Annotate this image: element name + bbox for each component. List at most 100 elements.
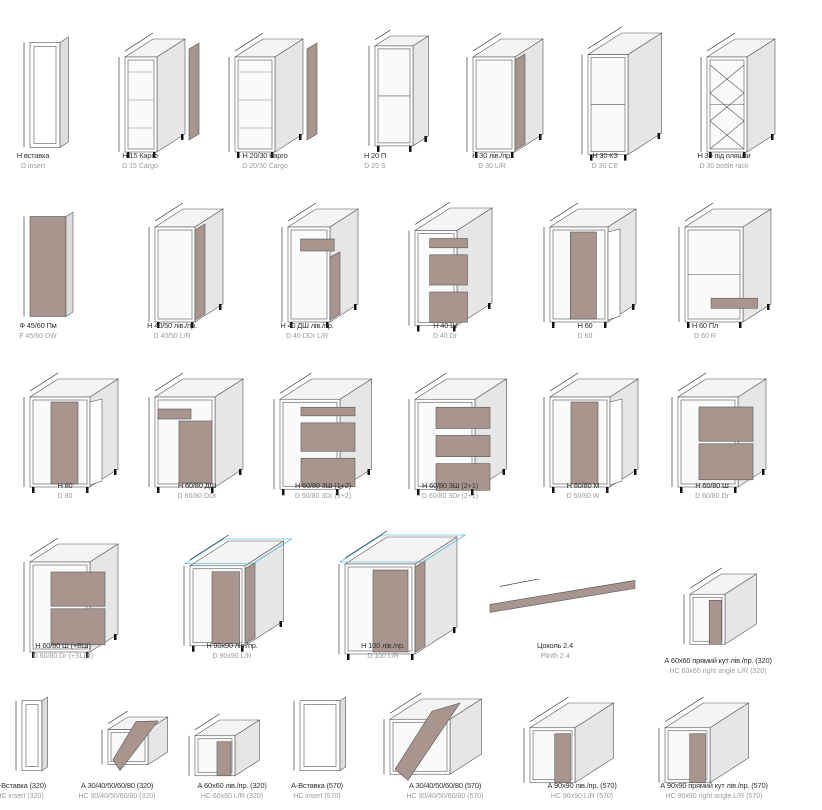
catalog-item-caption: А 30/40/50/60/80 (320)HC 30/40/50/60/80 … <box>32 780 202 802</box>
drawer <box>429 291 468 323</box>
item-code: D 100 L/R <box>367 653 399 660</box>
door <box>211 570 240 644</box>
plinth-bar <box>489 579 636 613</box>
leg <box>290 322 293 328</box>
frame-opening <box>33 45 57 144</box>
drawer <box>435 434 491 457</box>
cabinet-interior <box>475 59 513 150</box>
double-door-cabinet-icon <box>543 202 638 328</box>
door-left <box>50 401 79 485</box>
item-name: Н вставка <box>16 151 50 160</box>
item-name: Ф 45/60 Пм <box>19 321 57 330</box>
cabinet-side <box>746 38 776 153</box>
leg <box>211 487 214 493</box>
cabinet-side <box>156 38 186 153</box>
catalog-item-caption: А 30/40/50/60/80 (570)HC 30/40/50/60/80 … <box>360 780 530 802</box>
item-code: Plinth 2.4 <box>540 653 570 660</box>
item-code: D 60/80 3Dr (2+1) <box>421 493 479 500</box>
catalog-item-caption: А 90х90 прямий кут лів./пр. (570)HC 90х9… <box>629 780 799 802</box>
leg <box>191 322 194 328</box>
item-name: Н 80 <box>57 481 73 490</box>
leg <box>502 468 505 475</box>
item-name: А 30/40/50/60/80 (320) <box>80 781 154 790</box>
item-code: D 40 DDr L/R <box>285 333 328 340</box>
item-code: D 60/80 3Dr (1+2) <box>294 493 352 500</box>
item-name: Н 60/80 3Ш (1+2) <box>295 481 351 490</box>
leg <box>86 652 89 658</box>
drawer <box>300 406 356 416</box>
leg <box>771 134 774 140</box>
catalog-item-caption: А-Вставка (320)HC insert (320) <box>0 780 105 802</box>
corner-cabinet-icon <box>183 534 293 652</box>
tabletop-outline <box>183 538 293 564</box>
catalog-item-caption: А 60х60 прямий кут лів./пр. (320)HC 60х6… <box>633 655 803 677</box>
door-right <box>607 228 621 321</box>
item-code: D 60/80 Dr (+SLDr) <box>32 653 94 660</box>
item-code: D 30 CE <box>591 163 619 170</box>
leg <box>157 322 160 328</box>
leg <box>32 487 35 493</box>
door <box>689 732 706 783</box>
item-code: HC 90х90 L/R (570) <box>550 793 614 800</box>
item-code: F 45/60 DW <box>19 333 57 340</box>
leg <box>114 469 117 475</box>
door <box>178 420 213 484</box>
cabinet-side <box>412 35 429 147</box>
sink-cabinet-icon <box>543 372 640 493</box>
leg <box>153 152 156 158</box>
tabletop-outline <box>338 534 467 563</box>
double-door-cabinet-icon <box>23 372 120 493</box>
lift-flap <box>394 701 461 781</box>
insert-frame-icon <box>293 696 346 772</box>
item-code: D insert <box>20 163 46 170</box>
door-drawer-cabinet-icon <box>148 372 245 493</box>
leg <box>632 304 635 310</box>
leg <box>326 322 329 328</box>
leg <box>347 654 350 660</box>
leg <box>219 304 222 310</box>
leg <box>32 652 35 658</box>
wall-corner-cabinet-icon <box>188 713 261 776</box>
item-name: Н 100 лів./пр. <box>361 641 405 650</box>
insert-frame-icon <box>23 36 69 148</box>
leg <box>417 325 420 332</box>
cabinet-interior <box>127 59 155 150</box>
catalog-item-caption: Н 40/50 лів./пр.D 40/50 L/R <box>87 320 257 342</box>
door-drawer-cabinet-icon <box>281 202 360 328</box>
wall-flap-cabinet-icon <box>101 710 169 772</box>
catalog-item-caption: А-Вставка (570)HC insert (570) <box>232 780 402 802</box>
cargo-cabinet-icon <box>228 32 318 158</box>
item-code: D 60/80 DDr <box>177 493 217 500</box>
door <box>194 223 206 321</box>
leg <box>239 469 242 475</box>
cabinet-side <box>274 38 304 153</box>
three-drawer-cabinet-icon <box>273 372 373 495</box>
leg <box>127 152 130 158</box>
item-name: А 90х90 лів./пр. (570) <box>547 781 617 790</box>
plinth-icon <box>489 578 636 613</box>
item-name: Н 30 лів./пр. <box>472 151 512 160</box>
door <box>329 251 341 321</box>
front-panel <box>29 216 67 317</box>
item-name: Н 30 КЗ <box>592 151 618 160</box>
door <box>414 560 426 653</box>
item-name: Н 60/80 Ш <box>695 481 729 490</box>
three-drawer-cabinet-icon <box>408 201 494 332</box>
drawer <box>429 254 468 286</box>
side-edge <box>339 696 346 772</box>
frame-opening <box>25 704 39 768</box>
item-code: D 40 Dr <box>432 333 458 340</box>
item-code: D 40/50 L/R <box>153 333 191 340</box>
cabinet-interior <box>237 59 273 150</box>
item-code: D 60/80 W <box>566 493 600 500</box>
item-name: А 60х60 прямий кут лів./пр. (320) <box>664 656 772 665</box>
leg <box>475 152 478 158</box>
item-code: D 15 Cargo <box>122 163 158 170</box>
drawer <box>300 457 356 487</box>
